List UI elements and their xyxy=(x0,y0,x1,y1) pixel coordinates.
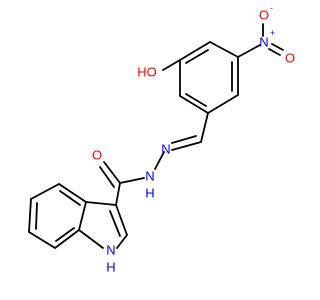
bond xyxy=(28,231,56,249)
hydrazone-nh-label: N xyxy=(145,168,154,183)
bond-n-o-right-a xyxy=(271,43,284,51)
double-bond-inner xyxy=(59,190,81,206)
bond-ring-ch xyxy=(200,112,209,143)
bond-c-o-a xyxy=(103,161,121,184)
bond-c-n xyxy=(237,44,261,58)
bond xyxy=(179,95,209,114)
double-bond-inner xyxy=(185,93,207,107)
bond xyxy=(78,201,87,231)
double-bond-inner xyxy=(185,49,209,64)
nitro-group xyxy=(237,23,284,58)
hydroxyl-label: HO xyxy=(137,64,157,79)
bond xyxy=(179,41,211,61)
bond xyxy=(207,94,239,114)
bond-ch-n-double-b xyxy=(171,135,197,144)
bond xyxy=(28,198,32,233)
nitro-minus-charge: - xyxy=(270,3,273,13)
bond xyxy=(209,41,239,58)
bond xyxy=(116,234,128,249)
nitro-o-top-label: O xyxy=(259,7,269,22)
bond xyxy=(54,229,80,249)
nitro-plus-charge: + xyxy=(270,28,275,38)
carbonyl-o-label: O xyxy=(92,147,102,162)
nitrophenol-ring xyxy=(179,41,239,114)
double-bond-inner xyxy=(35,202,38,230)
bond-ch-n-double-a xyxy=(171,141,202,151)
bond xyxy=(30,183,60,200)
hydrazone-n-label: N xyxy=(161,141,170,156)
bond-c-oh xyxy=(162,59,181,71)
molecule-structure-diagram: HO N + O - O N N H O N H xyxy=(28,3,295,274)
double-bond-inner xyxy=(55,227,75,242)
bond-nh-c xyxy=(119,177,145,184)
indole-ring xyxy=(28,183,128,249)
bond xyxy=(85,201,117,206)
bond-c-o-b xyxy=(99,166,115,188)
indole-n-label: N xyxy=(106,242,115,257)
bond xyxy=(58,183,87,203)
nitro-n-label: N xyxy=(259,34,268,49)
bond xyxy=(115,204,128,236)
hydrazone-nh-h-label: H xyxy=(145,185,154,200)
atom-labels: HO N + O - O N N H O N H xyxy=(92,3,295,274)
bond-n-n xyxy=(154,151,165,170)
bond-c-indole xyxy=(115,182,121,206)
bond xyxy=(78,229,104,249)
bond-n-o-right-b xyxy=(268,48,281,56)
double-bond-inner xyxy=(109,210,121,237)
nitro-o-right-label: O xyxy=(285,50,295,65)
indole-nh-h-label: H xyxy=(106,259,115,274)
